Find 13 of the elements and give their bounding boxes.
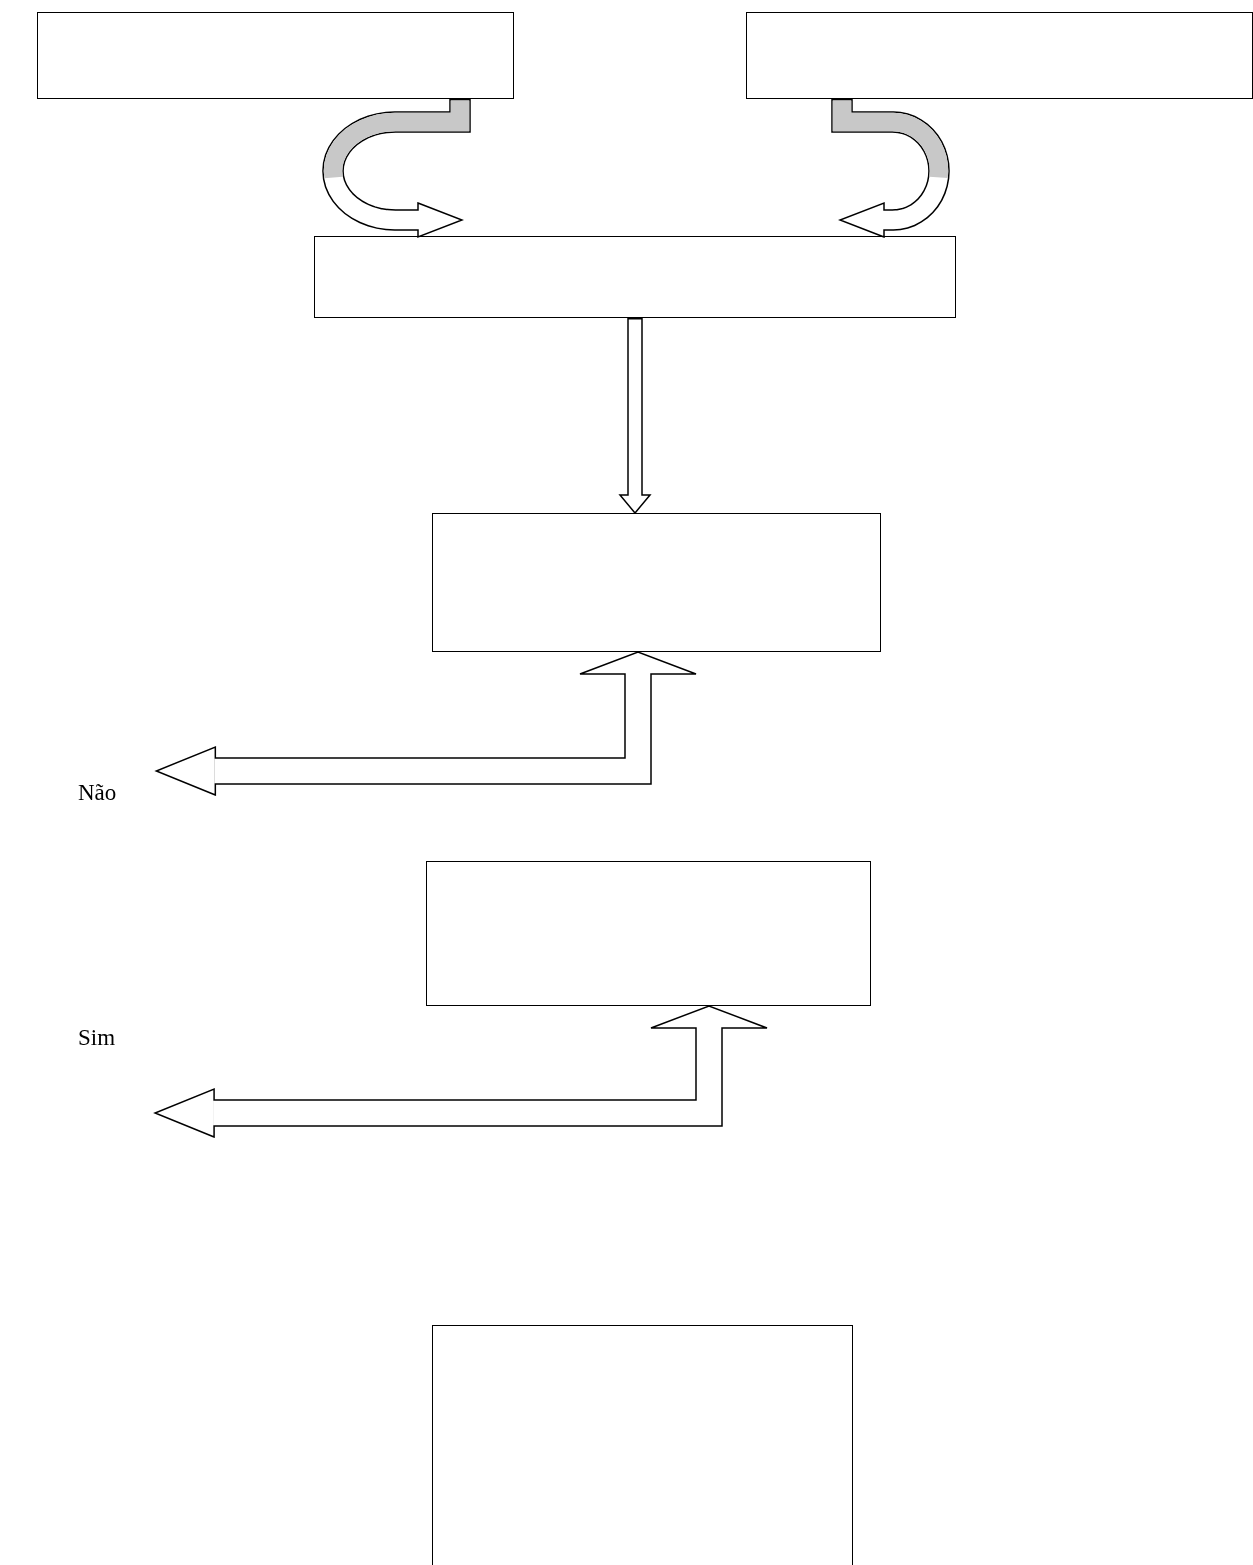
process-box [426, 861, 871, 1006]
answer-label: Não [78, 780, 117, 805]
curved-arrow [322, 99, 471, 238]
process-box [432, 513, 881, 652]
process-box [314, 236, 956, 318]
bent-arrow [154, 1005, 768, 1138]
answer-label: Sim [78, 1025, 116, 1050]
process-box [746, 12, 1253, 99]
block-arrow [619, 318, 651, 514]
process-box [432, 1325, 853, 1565]
curved-arrow [831, 99, 950, 238]
process-box [37, 12, 514, 99]
bent-arrow [155, 651, 697, 796]
